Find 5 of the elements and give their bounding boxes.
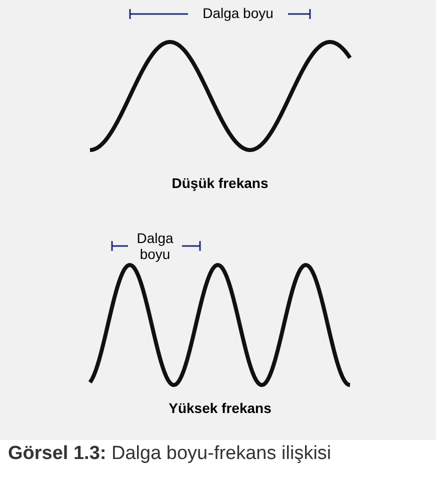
wave-caption: Düşük frekans	[170, 175, 270, 192]
wavelength-label: Dalga boyu	[128, 230, 182, 262]
wavelength-label: Dalga boyu	[188, 5, 288, 22]
wave-caption: Yüksek frekans	[168, 400, 272, 416]
figure-caption: Görsel 1.3: Dalga boyu-frekans ilişkisi	[8, 443, 332, 465]
